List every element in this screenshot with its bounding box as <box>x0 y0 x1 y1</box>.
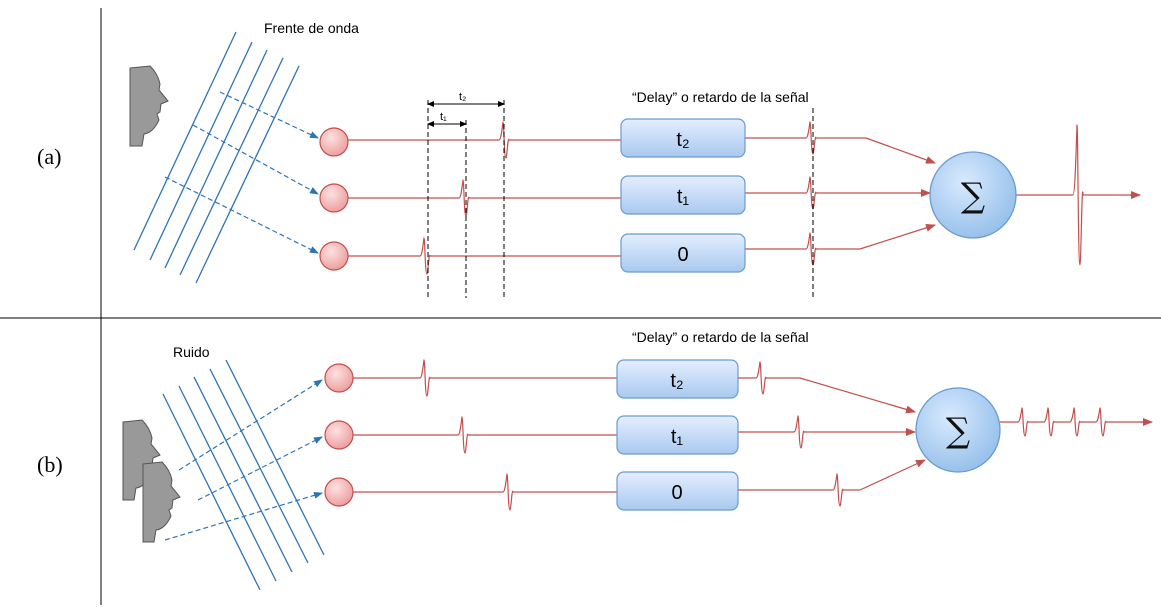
delayed-line-2-a <box>745 176 930 210</box>
merge-line-1-a <box>865 137 936 164</box>
signal-line-3-a <box>348 237 621 275</box>
summation-node-b: ∑ <box>915 387 1001 473</box>
panel-a: (a) Frente de onda “Delay” o retardo de … <box>37 20 1141 298</box>
merge-line-3-a <box>859 223 936 250</box>
merge-line-3-b <box>859 459 926 491</box>
panel-b-label: (b) <box>37 452 63 477</box>
delay-box-0-a-label: 0 <box>677 244 688 266</box>
speaker-head-front-icon <box>142 461 181 543</box>
delay-box-t1-a: t₁ <box>620 175 746 215</box>
delay-box-0-a: 0 <box>620 233 746 273</box>
panel-a-label: (a) <box>37 144 61 169</box>
summation-node-a: ∑ <box>929 151 1017 239</box>
dim-t2-label: t₂ <box>459 91 466 103</box>
delay-box-0-b: 0 <box>616 471 739 511</box>
wavefront-lines <box>133 31 300 284</box>
delay-box-0-b-label: 0 <box>671 482 682 504</box>
signal-line-2-b <box>353 416 617 454</box>
microphone-1-b <box>324 363 354 393</box>
delayed-line-1-b <box>738 361 800 395</box>
delay-title-a: “Delay” o retardo de la señal <box>632 89 809 105</box>
sum-symbol-b: ∑ <box>946 411 970 451</box>
signal-lines-a <box>348 121 1141 275</box>
incidence-arrows-a <box>164 91 319 254</box>
wavefront-label: Frente de onda <box>264 20 359 36</box>
microphone-1-a <box>319 127 349 157</box>
microphone-2-b <box>324 420 354 450</box>
dim-t1-label: t₁ <box>440 111 447 123</box>
microphone-2-a <box>319 183 349 213</box>
signal-line-3-b <box>353 473 617 511</box>
noise-label: Ruido <box>173 344 210 360</box>
delay-box-t2-b: t₂ <box>616 359 739 399</box>
delay-box-t2-a: t₂ <box>620 118 746 158</box>
signal-lines-b <box>353 359 1153 511</box>
delay-box-t1-b: t₁ <box>616 415 739 455</box>
delay-dimensions: t₂ t₁ <box>427 91 814 298</box>
delay-box-t1-a-label: t₁ <box>677 186 690 208</box>
microphone-3-b <box>324 477 354 507</box>
signal-line-1-a <box>348 121 621 159</box>
delayed-line-3-a <box>745 232 860 266</box>
delay-box-t2-b-label: t₂ <box>670 370 683 392</box>
microphone-3-a <box>319 241 349 271</box>
delay-box-t1-b-label: t₁ <box>671 426 684 448</box>
delayed-line-1-a <box>745 121 866 155</box>
speaker-head-icon <box>129 65 169 147</box>
sum-symbol-a: ∑ <box>961 176 985 216</box>
output-line-b <box>1000 407 1150 437</box>
incidence-arrows-b <box>164 379 323 541</box>
output-line-a <box>1016 124 1140 266</box>
panel-b: (b) Ruido “Delay” o retardo de la señal <box>37 329 1153 591</box>
signal-line-2-a <box>348 179 621 217</box>
signal-line-1-b <box>353 359 617 397</box>
merge-line-1-b <box>799 377 916 414</box>
delay-title-b: “Delay” o retardo de la señal <box>632 329 809 345</box>
delayed-line-2-b <box>738 415 910 449</box>
delayed-line-3-b <box>738 473 860 507</box>
noise-wave-lines <box>162 359 325 591</box>
delay-box-t2-a-label: t₂ <box>676 129 689 151</box>
